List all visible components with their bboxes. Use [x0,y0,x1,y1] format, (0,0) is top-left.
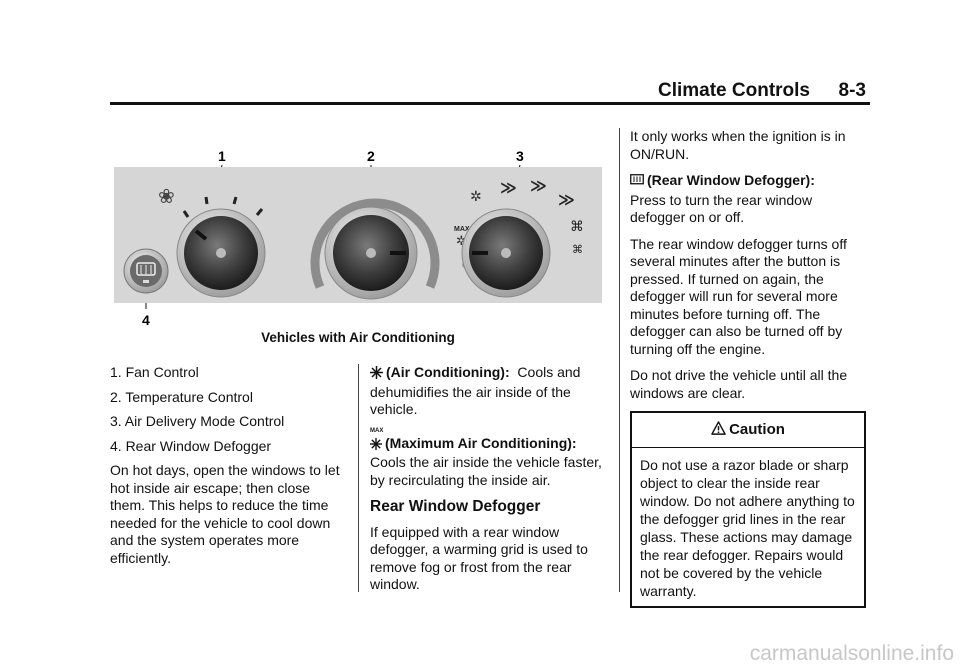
callout-4: 4 [142,312,150,325]
ignition-paragraph: It only works when the ignition is in ON… [630,128,846,162]
warning-icon [711,421,726,441]
column-2: (Air Conditioning): Cools and dehumidifi… [370,364,610,603]
windows-clear-paragraph: Do not drive the vehicle until all the w… [630,367,848,401]
rear-defog-button[interactable] [123,248,169,294]
column-divider [619,128,620,592]
max-icon-label: MAX [370,427,384,434]
caution-text: Do not use a razor blade or sharp object… [640,456,855,599]
callout-3: 3 [516,148,524,164]
defogger-timer-paragraph: The rear window defogger turns off sever… [630,235,847,357]
header-rule [110,102,870,105]
rear-defog-icon [630,174,644,192]
column-3: It only works when the ignition is in ON… [630,128,870,608]
ac-icon: ✲ [470,188,482,204]
watermark: carmanualsonline.info [749,642,954,665]
callout-2: 2 [367,148,375,164]
fan-knob[interactable]: ❀ [158,186,266,298]
ac-snowflake-icon [370,366,383,384]
defrost-mode-icon: ⌘ [570,218,584,234]
rear-defog-term: (Rear Window Defogger): [647,172,815,188]
temperature-knob[interactable] [310,198,440,300]
caution-header: Caution [632,413,864,448]
max-ac-snowflake-icon [370,437,382,455]
ac-entry: (Air Conditioning): Cools and dehumidifi… [370,364,610,419]
rear-defog-text: Press to turn the rear window defogger o… [630,191,813,226]
climate-control-figure: 1 2 3 4 ❀ ✲ [114,145,602,325]
page-header: Climate Controls 8-3 [110,80,870,104]
page-number: 8-3 [838,80,866,101]
list-item: 1. Fan Control [110,364,199,380]
bilevel-mode-icon: ≫ [530,178,547,195]
max-ac-entry: MAX (Maximum Air Conditioning): Cools th… [370,428,610,490]
ac-term: (Air Conditioning): [386,364,510,380]
hot-days-paragraph: On hot days, open the windows to let hot… [110,462,340,566]
column-divider [358,364,359,592]
climate-panel-illustration: 1 2 3 4 ❀ ✲ [114,148,602,325]
figure-caption: Vehicles with Air Conditioning [261,330,455,345]
rear-defogger-heading: Rear Window Defogger [370,498,541,515]
max-ac-text: Cools the air inside the vehicle faster,… [370,454,602,488]
vent-mode-icon: ≫ [500,180,517,197]
max-ac-term: (Maximum Air Conditioning): [385,434,577,451]
defog-mode-icon: ⌘ [572,244,583,256]
caution-box: Caution Do not use a razor blade or shar… [630,411,866,608]
caution-title: Caution [729,421,785,438]
list-item: 4. Rear Window Defogger [110,437,272,454]
max-label: MAX [454,226,470,233]
callout-1: 1 [218,148,226,164]
column-1: 1. Fan Control 2. Temperature Control 3.… [110,364,346,576]
section-title: Climate Controls [657,80,810,101]
max-ac-icon: ✲ [456,233,467,248]
mode-knob[interactable]: ✲ MAX ✲ ≫ ≫ ≫ ⌘ ⌘ [454,178,584,298]
list-item: 2. Temperature Control [110,388,253,405]
ac-text: Cools and dehumidifies the air inside of… [370,364,581,417]
fan-icon: ❀ [158,186,175,208]
list-item: 3. Air Delivery Mode Control [110,413,285,429]
rear-defog-entry: (Rear Window Defogger): Press to turn th… [630,172,870,227]
floor-mode-icon: ≫ [558,192,575,209]
rear-defogger-paragraph: If equipped with a rear window defogger,… [370,523,588,593]
